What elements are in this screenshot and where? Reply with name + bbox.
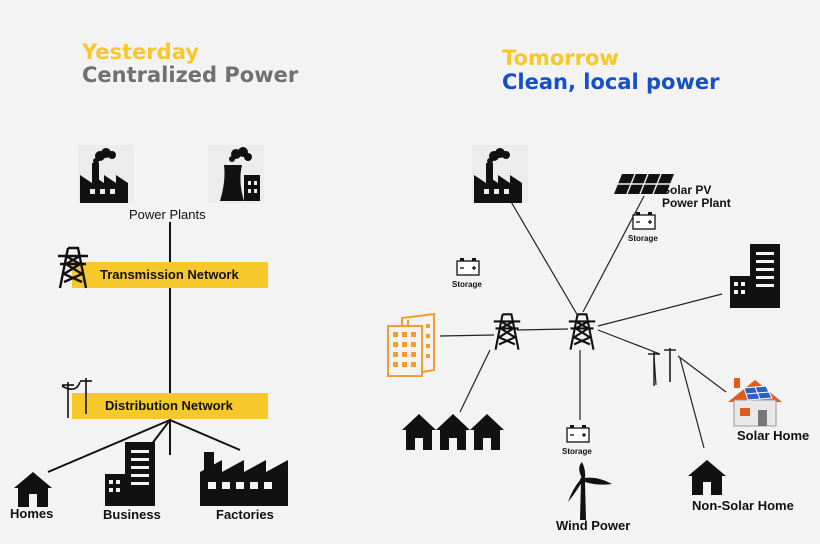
utility-pole-icon <box>61 378 92 418</box>
factories-icon <box>200 452 288 506</box>
solar-home-icon <box>728 378 782 427</box>
storage-label: Storage <box>452 280 482 289</box>
solar-panel-icon <box>614 173 674 195</box>
yesterday-heading: Yesterday <box>82 40 199 64</box>
solar-pv-text: Solar PV Power Plant <box>662 183 731 210</box>
utility-pole-icon <box>648 348 676 386</box>
factories-label: Factories <box>216 507 274 522</box>
nuclear-plant-icon <box>208 145 264 203</box>
battery-icon <box>456 258 480 276</box>
centralized-power-heading: Centralized Power <box>82 63 299 87</box>
clean-local-power-heading: Clean, local power <box>502 70 720 94</box>
power-plants-label: Power Plants <box>129 207 206 222</box>
transmission-tower-icon <box>493 313 521 350</box>
battery-icon <box>632 212 656 230</box>
distribution-network-bar <box>72 393 268 419</box>
home-icon <box>688 460 726 495</box>
solar-home-label: Solar Home <box>737 428 810 443</box>
transmission-tower-icon <box>58 246 88 289</box>
homes-label: Homes <box>10 506 54 521</box>
business-building-icon <box>105 442 155 506</box>
solar-pv-label: Solar PV Power Plant <box>662 184 731 210</box>
houses-row-icon <box>402 414 504 450</box>
wind-turbine-icon <box>568 462 612 520</box>
battery-icon <box>566 425 590 443</box>
tomorrow-heading: Tomorrow <box>502 46 619 70</box>
factory-plant-icon <box>78 145 134 203</box>
storage-label: Storage <box>628 234 658 243</box>
business-building-icon <box>730 244 780 308</box>
factory-plant-icon <box>472 145 528 203</box>
transmission-tower-icon <box>568 313 596 350</box>
distribution-network-label: Distribution Network <box>105 398 233 413</box>
transmission-network-bar <box>72 262 268 288</box>
storage-label: Storage <box>562 447 592 456</box>
non-solar-home-label: Non-Solar Home <box>692 498 794 513</box>
transmission-network-label: Transmission Network <box>100 267 239 282</box>
home-icon <box>14 472 52 507</box>
wind-power-label: Wind Power <box>556 518 631 533</box>
office-building-orange-icon <box>387 312 435 377</box>
business-label: Business <box>103 507 161 522</box>
